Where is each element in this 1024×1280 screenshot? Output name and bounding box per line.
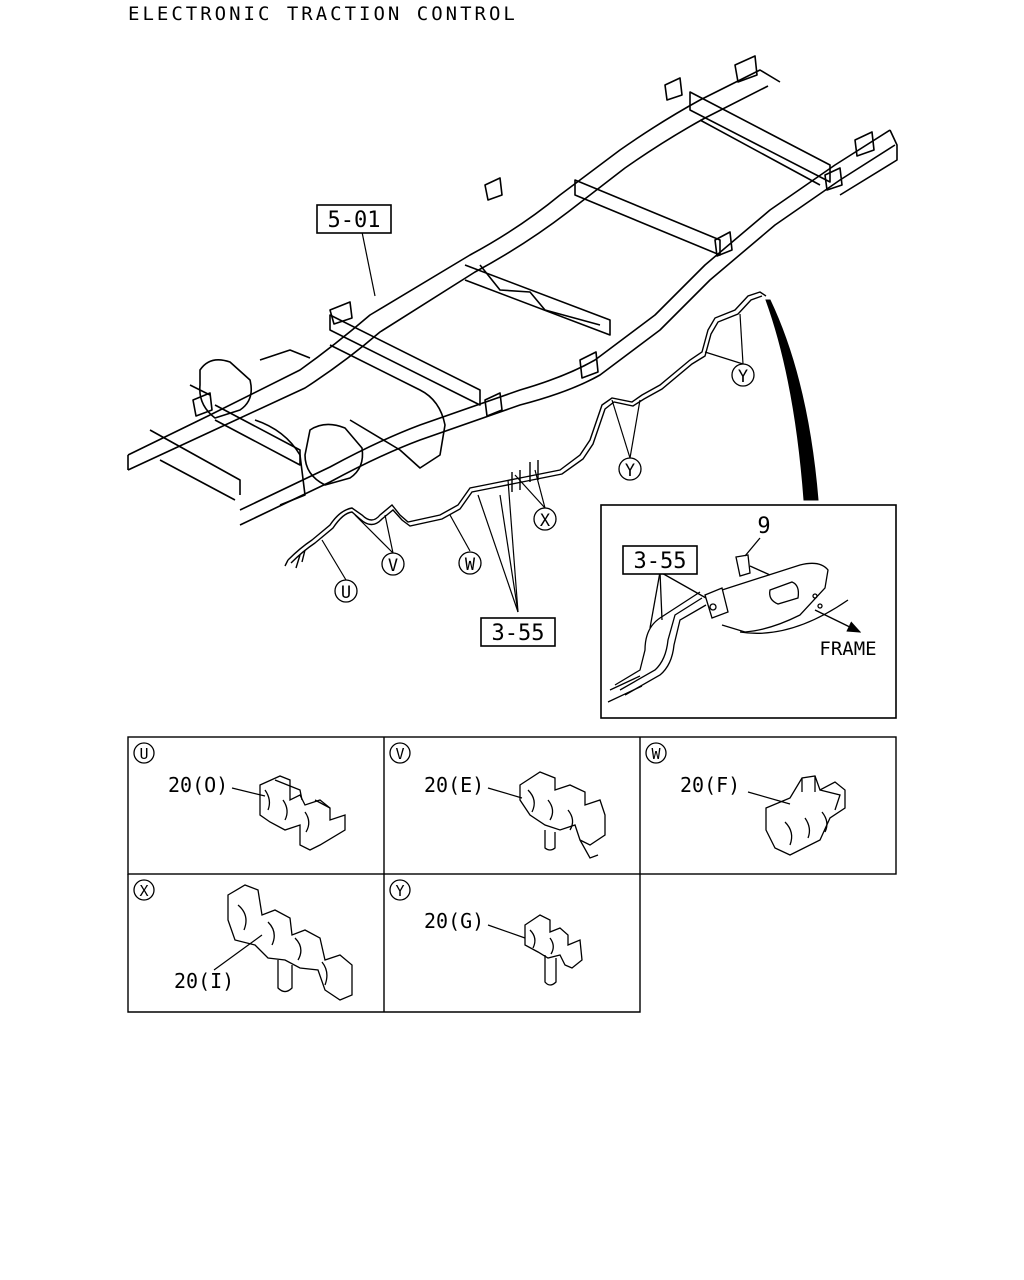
clip-cell-w: W 20(F) — [645, 742, 846, 856]
chassis-frame-drawing — [127, 55, 898, 526]
clip-cell-u: U 20(O) — [133, 742, 346, 851]
svg-text:W: W — [465, 555, 476, 575]
clip-cell-v: V 20(E) — [389, 742, 606, 859]
callout-w: W — [458, 551, 482, 575]
svg-text:20(O): 20(O) — [168, 773, 228, 797]
svg-text:Y: Y — [738, 367, 748, 387]
svg-text:Y: Y — [625, 461, 635, 481]
svg-text:U: U — [139, 745, 148, 763]
svg-text:X: X — [540, 511, 551, 531]
svg-text:20(F): 20(F) — [680, 773, 740, 797]
detail-view: 3-55 9 FRAME — [600, 504, 897, 719]
clip-cell-x: X 20(I) — [133, 879, 353, 1001]
callout-y-upper: Y — [731, 363, 755, 387]
pipe-ref-box: 3-55 — [480, 617, 556, 647]
svg-text:9: 9 — [757, 514, 770, 539]
callout-u: U — [334, 579, 358, 603]
svg-text:U: U — [341, 583, 351, 603]
clip-cell-y: Y 20(G) — [389, 879, 583, 986]
svg-text:3-55: 3-55 — [634, 549, 687, 574]
clip-table — [127, 736, 897, 1013]
svg-text:3-55: 3-55 — [492, 621, 545, 646]
svg-text:V: V — [388, 556, 398, 576]
detail-pointer — [765, 299, 819, 501]
svg-text:20(I): 20(I) — [174, 969, 234, 993]
leader-lines — [321, 231, 744, 613]
svg-text:20(E): 20(E) — [424, 773, 484, 797]
callout-x: X — [533, 507, 557, 531]
frame-ref-box: 5-01 — [316, 204, 392, 234]
svg-text:FRAME: FRAME — [819, 638, 876, 660]
svg-text:X: X — [139, 882, 148, 900]
svg-text:W: W — [651, 745, 661, 763]
svg-text:5-01: 5-01 — [328, 208, 381, 233]
svg-text:20(G): 20(G) — [424, 909, 484, 933]
svg-text:V: V — [395, 745, 404, 763]
svg-text:Y: Y — [395, 882, 404, 900]
callout-v: V — [381, 552, 405, 576]
callout-y-lower: Y — [618, 457, 642, 481]
brake-pipe-route — [284, 291, 767, 569]
page-title: ELECTRONIC TRACTION CONTROL — [128, 3, 518, 25]
